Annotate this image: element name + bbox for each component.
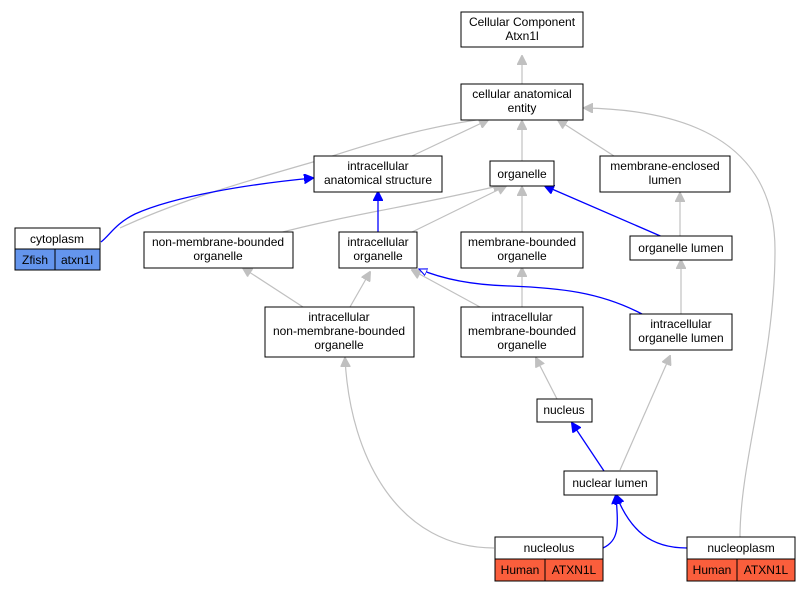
gene-label: ATXN1L bbox=[552, 563, 597, 577]
edge-nuc-imbo bbox=[536, 358, 558, 400]
edge-iol-io bbox=[419, 269, 643, 315]
node-label-line: intracellular bbox=[347, 159, 408, 173]
node-intracellular-non-membrane-bounded-organelle[interactable]: intracellular non-membrane-bounded organ… bbox=[264, 306, 415, 358]
node-label-line: anatomical structure bbox=[324, 173, 432, 187]
gene-cell-human bbox=[736, 558, 796, 582]
node-label-line: intracellular bbox=[650, 317, 711, 331]
edge-nucleoplasm-nl bbox=[616, 495, 688, 549]
edges-is-a bbox=[119, 56, 776, 549]
node-cellular-component-root[interactable]: Cellular Component Atxn1l bbox=[460, 11, 584, 48]
node-organelle[interactable]: organelle bbox=[489, 160, 555, 187]
node-label-line: cellular anatomical bbox=[472, 87, 571, 101]
edges-part-of bbox=[100, 178, 688, 549]
node-intracellular-organelle-lumen[interactable]: intracellular organelle lumen bbox=[629, 313, 733, 351]
edge-inmbo-nmbo bbox=[243, 268, 304, 308]
gene-cell-human bbox=[544, 558, 604, 582]
node-label-line: intracellular bbox=[491, 310, 552, 324]
node-label-line: nucleolus bbox=[524, 541, 575, 555]
edge-imbo-io bbox=[412, 270, 481, 308]
node-label-line: non-membrane-bounded bbox=[273, 324, 405, 338]
node-label-line: organelle bbox=[497, 338, 547, 352]
edge-io-org bbox=[409, 186, 506, 234]
edge-inmbo-io bbox=[349, 272, 370, 308]
node-label-line: lumen bbox=[649, 173, 682, 187]
species-label: Zfish bbox=[22, 253, 48, 267]
edge-ias-cae bbox=[411, 120, 488, 157]
node-cytoplasm[interactable]: cytoplasm Zfish atxn1l bbox=[14, 227, 101, 271]
node-label-line: organelle bbox=[314, 338, 364, 352]
node-label-line: nuclear lumen bbox=[572, 476, 647, 490]
edge-nl-iol bbox=[619, 356, 670, 471]
node-label-line: intracellular bbox=[308, 310, 369, 324]
node-label-line: Atxn1l bbox=[505, 29, 538, 43]
node-label-line: non-membrane-bounded bbox=[152, 235, 284, 249]
node-cellular-anatomical-entity[interactable]: cellular anatomical entity bbox=[460, 83, 584, 121]
node-label-line: organelle bbox=[497, 249, 547, 263]
edge-nucleoplasm-cae bbox=[584, 108, 776, 538]
node-label-line: cytoplasm bbox=[30, 232, 84, 246]
node-label-line: organelle bbox=[497, 167, 547, 181]
node-nucleus[interactable]: nucleus bbox=[536, 398, 593, 423]
node-label-line: entity bbox=[508, 101, 537, 115]
node-label-line: membrane-bounded bbox=[468, 324, 576, 338]
gene-label: atxn1l bbox=[61, 253, 93, 267]
species-label: Human bbox=[501, 563, 540, 577]
node-nucleoplasm[interactable]: nucleoplasm Human ATXN1L bbox=[686, 536, 796, 582]
node-membrane-enclosed-lumen[interactable]: membrane-enclosed lumen bbox=[599, 155, 731, 193]
node-nuclear-lumen[interactable]: nuclear lumen bbox=[563, 470, 658, 496]
gene-label: ATXN1L bbox=[744, 563, 789, 577]
node-membrane-bounded-organelle[interactable]: membrane-bounded organelle bbox=[460, 231, 584, 269]
node-label-line: organelle bbox=[353, 249, 403, 263]
node-label-line: membrane-bounded bbox=[468, 235, 576, 249]
edge-nl-nuc bbox=[572, 423, 605, 472]
node-organelle-lumen[interactable]: organelle lumen bbox=[629, 235, 733, 261]
node-label-line: intracellular bbox=[347, 235, 408, 249]
edge-nmbo-org bbox=[274, 185, 502, 235]
edge-mel-cae bbox=[558, 120, 615, 157]
node-intracellular-organelle[interactable]: intracellular organelle bbox=[338, 231, 418, 269]
node-intracellular-membrane-bounded-organelle[interactable]: intracellular membrane-bounded organelle bbox=[460, 306, 584, 358]
edge-cyto-ias bbox=[100, 178, 313, 243]
node-label-line: organelle lumen bbox=[638, 331, 723, 345]
edge-nucleolus-inmbo bbox=[345, 358, 495, 549]
node-label-line: nucleoplasm bbox=[707, 541, 774, 555]
gene-cell-zfish bbox=[54, 248, 101, 271]
node-label-line: organelle lumen bbox=[638, 241, 723, 255]
species-label: Human bbox=[693, 563, 732, 577]
node-intracellular-anatomical-structure[interactable]: intracellular anatomical structure bbox=[313, 155, 443, 193]
edge-ol-org bbox=[545, 186, 666, 239]
edge-nucleolus-nl bbox=[602, 495, 617, 549]
node-label-line: Cellular Component bbox=[469, 15, 576, 29]
node-label-line: nucleus bbox=[543, 403, 584, 417]
node-nucleolus[interactable]: nucleolus Human ATXN1L bbox=[494, 536, 604, 582]
node-label-line: organelle bbox=[193, 249, 243, 263]
node-label-line: membrane-enclosed bbox=[610, 159, 719, 173]
node-non-membrane-bounded-organelle[interactable]: non-membrane-bounded organelle bbox=[143, 231, 294, 269]
